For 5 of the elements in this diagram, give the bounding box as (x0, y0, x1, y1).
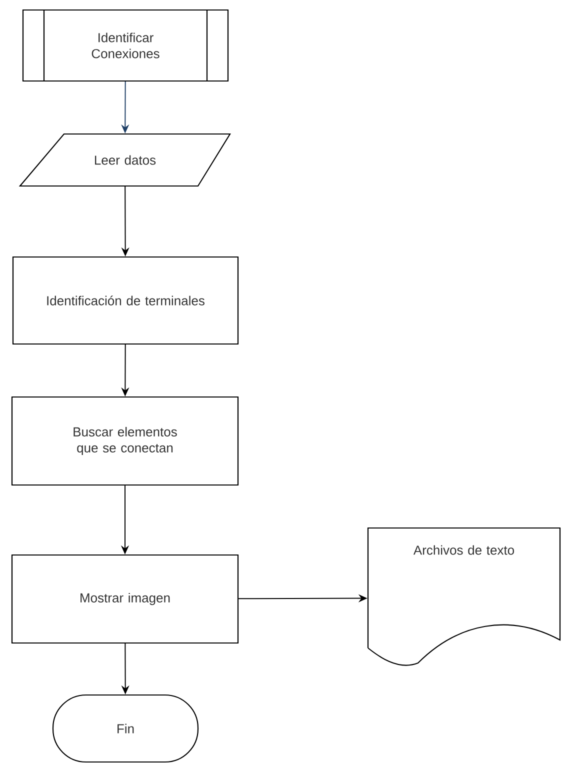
process-box: Identificación de terminales (12, 256, 239, 345)
document-shape: Archivos de texto (367, 527, 561, 666)
process-box: Mostrar imagen (11, 554, 239, 644)
subprocess-box: Identificar Conexiones (22, 9, 229, 82)
process-box: Buscar elementos que se conectan (11, 396, 239, 486)
